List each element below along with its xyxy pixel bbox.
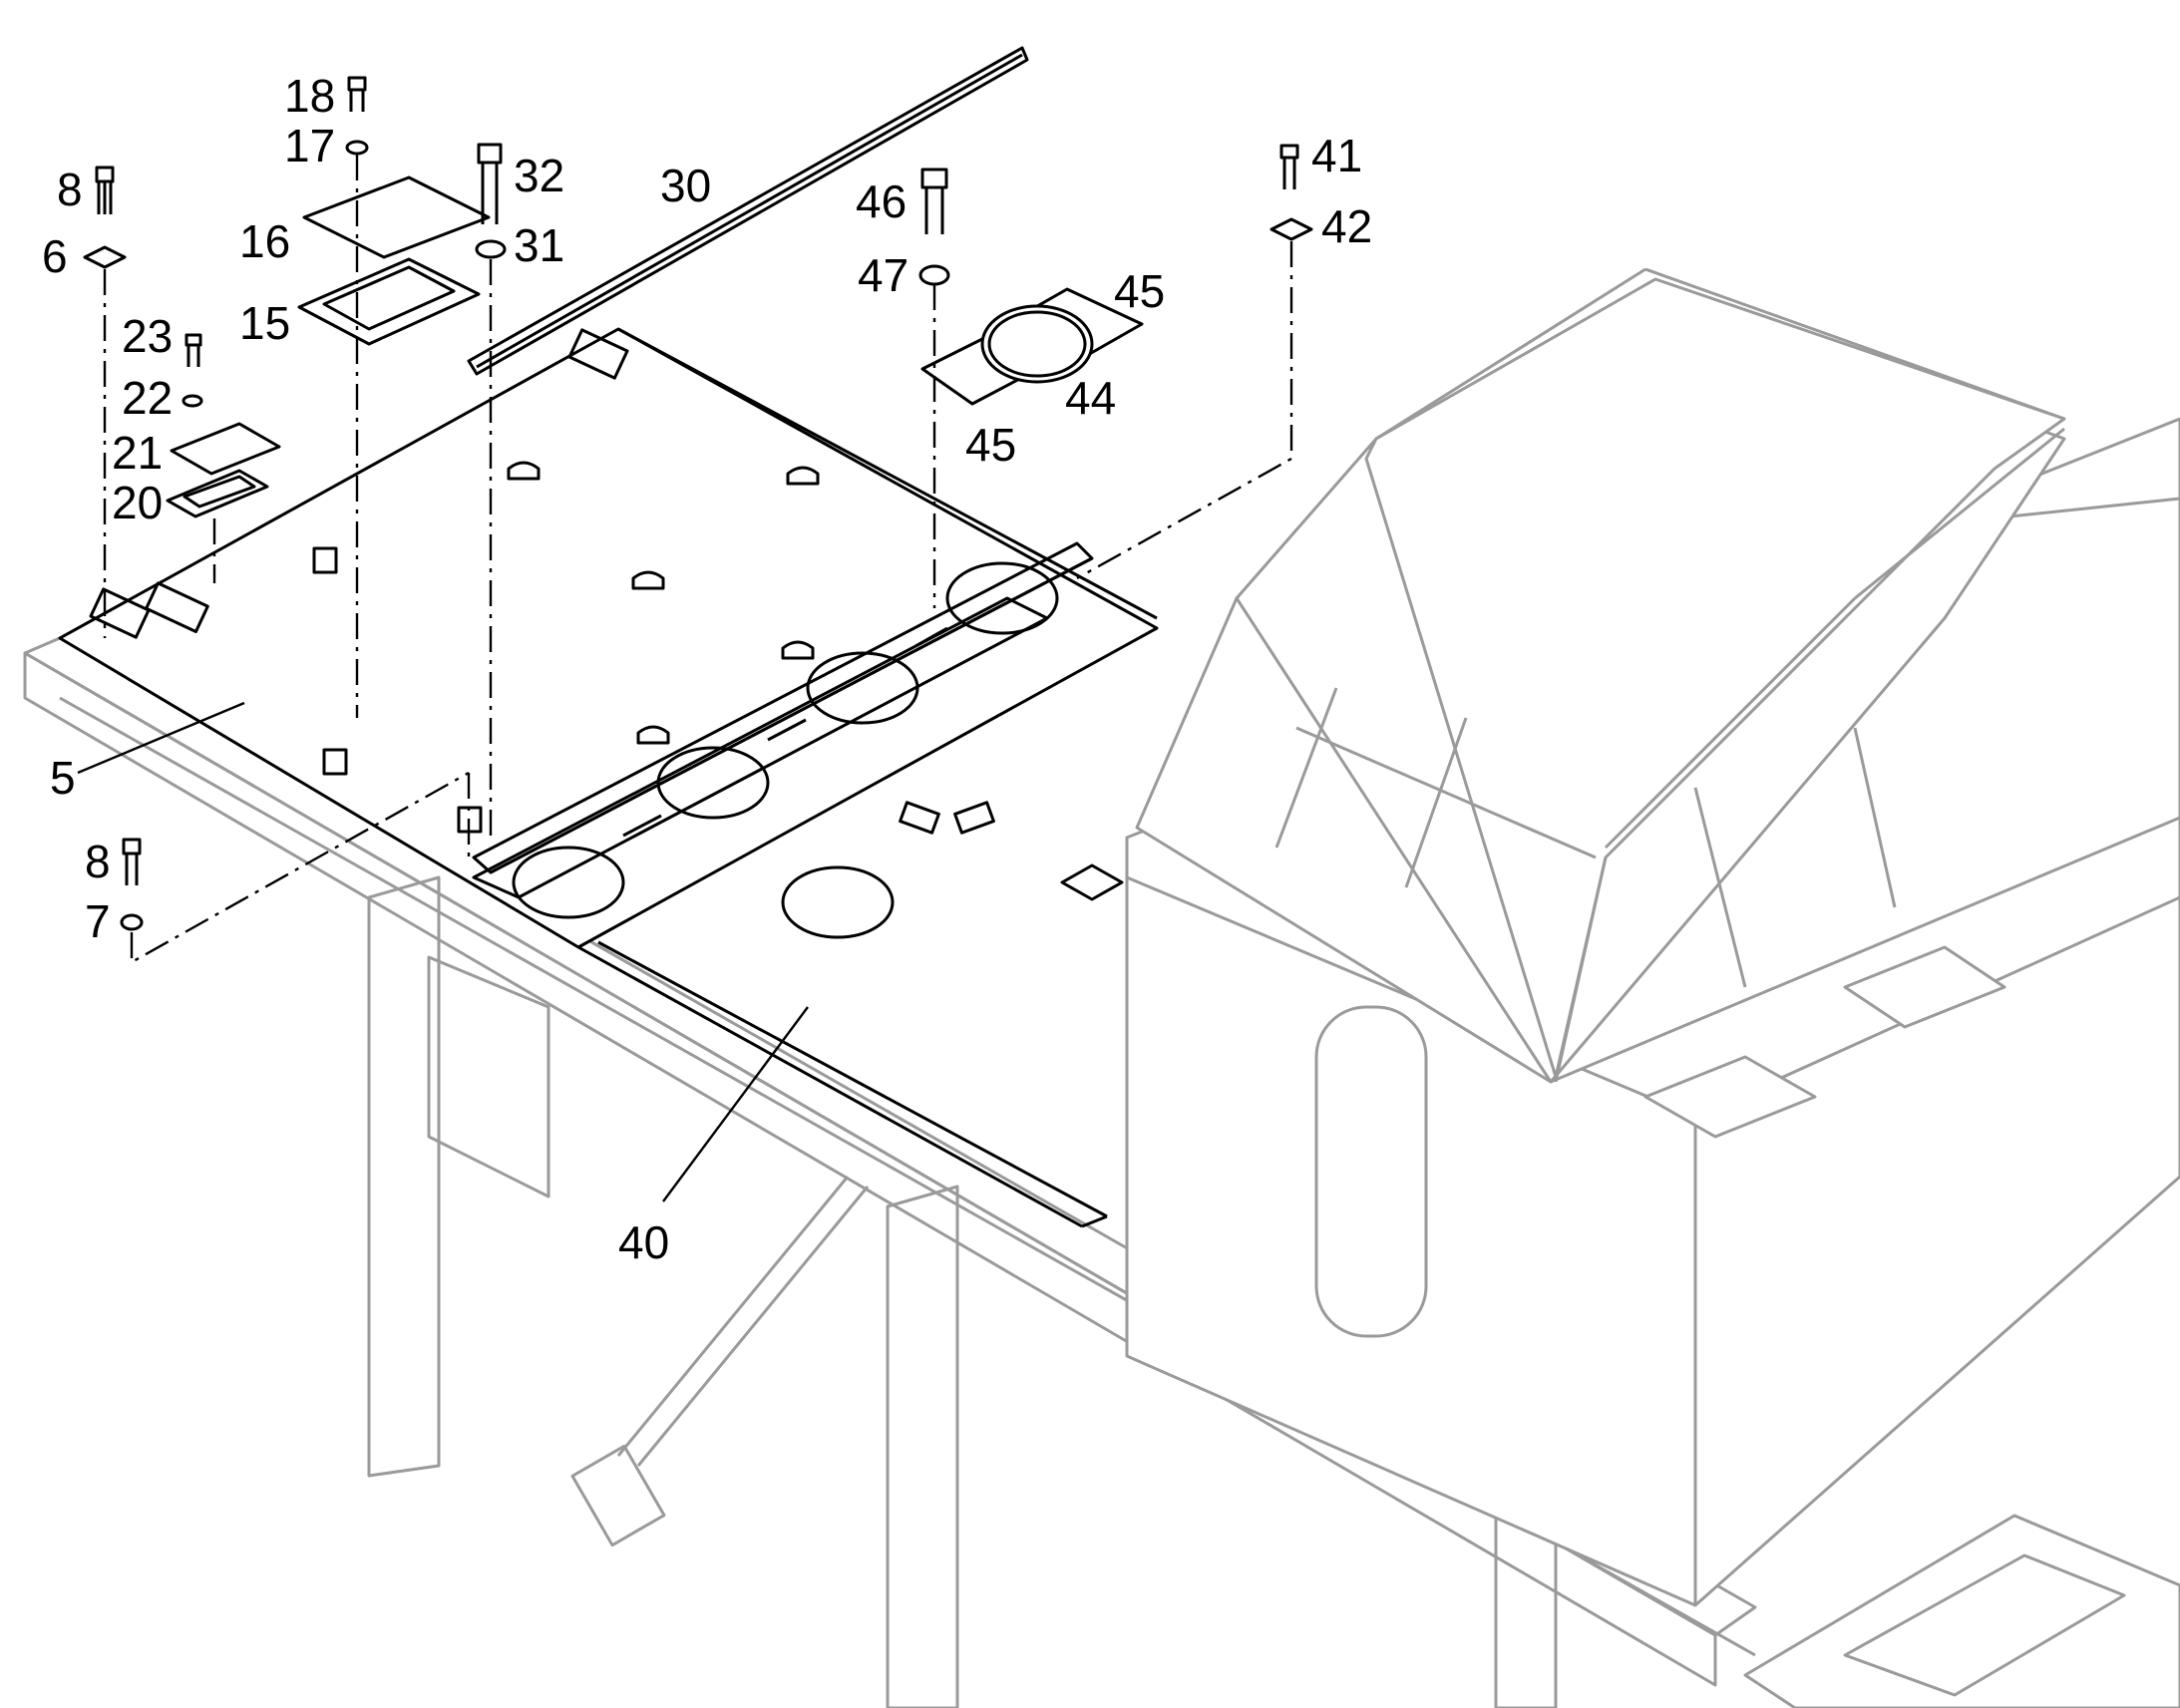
part-44-45-ring	[920, 287, 1144, 406]
callout-20: 20	[112, 477, 163, 528]
callout-45-bottom: 45	[965, 419, 1016, 471]
callout-7: 7	[85, 895, 111, 947]
cover-openings	[89, 328, 1124, 939]
callout-30: 30	[660, 160, 711, 211]
callout-42: 42	[1321, 200, 1372, 252]
fasteners	[83, 76, 1313, 931]
machine-frame	[23, 267, 2180, 1708]
cover-panel	[58, 327, 1159, 1228]
leader-lines	[77, 701, 809, 1202]
callout-6: 6	[42, 230, 68, 282]
callout-21: 21	[112, 427, 163, 479]
callout-18: 18	[284, 70, 335, 122]
callout-15: 15	[239, 297, 290, 349]
callout-23: 23	[122, 310, 173, 362]
callout-31: 31	[514, 219, 564, 271]
callout-labels: 8 6 18 17 16 15 23 22 21 20 32 31 30 46 …	[42, 70, 1372, 1268]
callout-8-top: 8	[57, 164, 83, 215]
callout-22: 22	[122, 372, 173, 424]
callout-5: 5	[50, 752, 76, 804]
assembly-lines	[103, 155, 1293, 965]
callout-16: 16	[239, 215, 290, 267]
callout-45-top: 45	[1114, 265, 1165, 317]
callout-44: 44	[1065, 372, 1116, 424]
callout-40: 40	[618, 1216, 669, 1268]
plates	[166, 175, 491, 518]
callout-46: 46	[856, 175, 907, 227]
part-30-strip	[467, 46, 1029, 376]
callout-17: 17	[284, 120, 335, 171]
callout-41: 41	[1311, 130, 1362, 181]
callout-32: 32	[514, 150, 564, 201]
callout-8-bottom: 8	[85, 836, 111, 887]
callout-47: 47	[858, 249, 908, 301]
